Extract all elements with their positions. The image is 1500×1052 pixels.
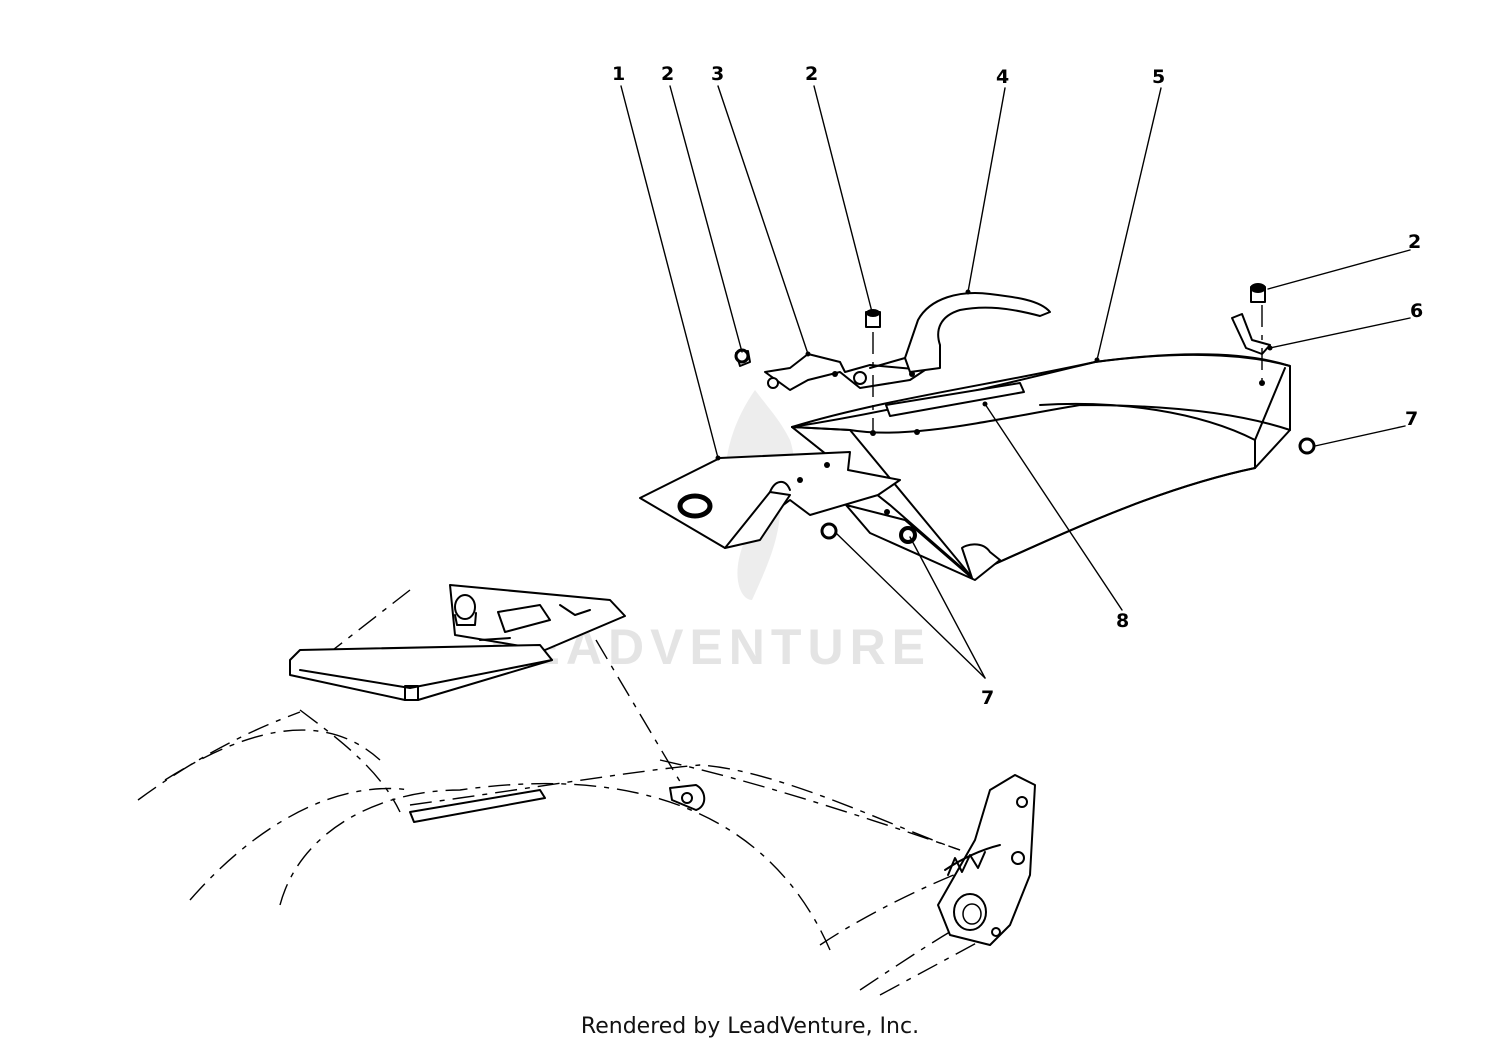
nut-right [1298,437,1316,455]
callout-5: 5 [1152,66,1165,88]
chute-bracket [639,451,901,549]
chute-handle [869,292,1051,373]
callout-7-b: 7 [981,687,994,709]
deflector-clip [1231,313,1271,355]
callout-6: 6 [1410,300,1423,322]
callout-2-c: 2 [1408,231,1421,253]
callout-3: 3 [711,63,724,85]
nut-front-center [899,526,917,544]
callout-4: 4 [996,66,1009,88]
callout-2-a: 2 [661,63,674,85]
discharge-chute [791,353,1291,581]
callout-1: 1 [612,63,625,85]
callout-2-b: 2 [805,63,818,85]
footer-credit: Rendered by LeadVenture, Inc. [580,1014,920,1039]
callout-7-a: 7 [1405,408,1418,430]
bolt-left [734,348,751,367]
bolt-center [865,309,881,328]
rear-plate [937,774,1036,946]
leader-lines [620,85,1411,679]
bolt-right [1250,283,1266,303]
nut-front-left [820,522,838,540]
callout-8: 8 [1116,610,1129,632]
grass-bag-handle [289,584,626,701]
